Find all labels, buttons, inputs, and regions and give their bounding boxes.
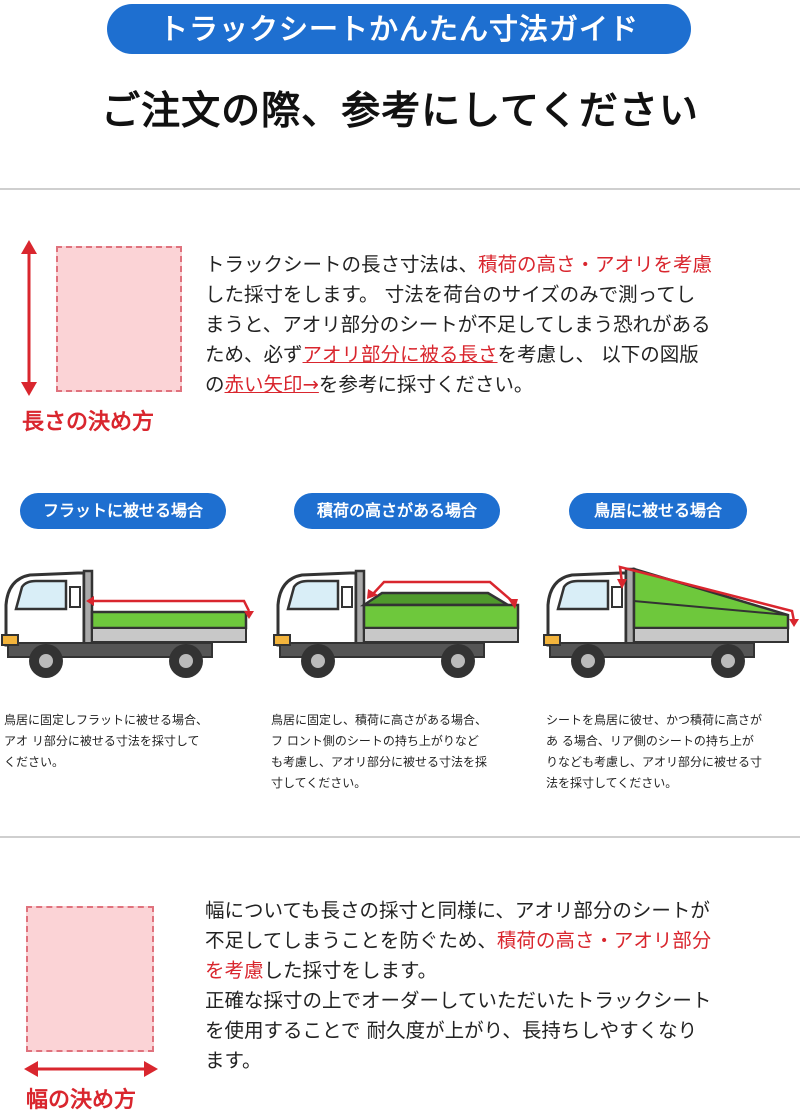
length-line-4: ため、必ずアオリ部分に被る長さを考慮し、 以下の図版 xyxy=(205,343,699,366)
truck-tall-cargo-illustration xyxy=(273,569,520,678)
truck-flat-illustration xyxy=(1,569,254,678)
case-desc-flat-line: 鳥居に固定しフラットに被せる場合、 xyxy=(4,713,209,727)
width-line-6: ます。 xyxy=(205,1049,262,1072)
case-pill-torii: 鳥居に被せる場合 xyxy=(569,493,747,529)
length-line-1: トラックシートの長さ寸法は、積荷の高さ・アオリを考慮 xyxy=(205,253,713,276)
page-headline: ご注文の際、参考にしてください xyxy=(101,89,699,134)
width-line-1: 幅についても長さの採寸と同様に、アオリ部分のシートが xyxy=(205,899,710,922)
case-desc-torii-line: あ る場合、リア側のシートの持ち上が xyxy=(546,734,754,748)
title-banner: トラックシートかんたん寸法ガイド xyxy=(107,4,691,54)
case-desc-flat-line: ください。 xyxy=(4,755,65,769)
case-pill-tall-cargo: 積荷の高さがある場合 xyxy=(294,493,500,529)
width-line-5: を使用することで 耐久度が上がり、長持ちしやすくなり xyxy=(205,1019,698,1042)
vertical-double-arrow-icon xyxy=(21,240,37,396)
case-desc-flat-line: アオ リ部分に被せる寸法を採寸して xyxy=(4,734,200,748)
case-pill-flat: フラットに被せる場合 xyxy=(20,493,226,529)
case-desc-flat: 鳥居に固定しフラットに被せる場合、 アオ リ部分に被せる寸法を採寸して ください… xyxy=(4,710,208,773)
width-caption: 幅の決め方 xyxy=(26,1088,137,1112)
case-desc-tall-line: フ ロント側のシートの持ち上がりなど xyxy=(271,734,479,748)
length-line-3: まうと、アオリ部分のシートが不足してしまう恐れがある xyxy=(205,313,711,336)
length-caption: 長さの決め方 xyxy=(22,410,155,435)
case-desc-torii: シートを鳥居に彼せ、かつ積荷に高さが あ る場合、リア側のシートの持ち上が りな… xyxy=(546,710,762,794)
length-line-2: した採寸をします。 寸法を荷台のサイズのみで測ってし xyxy=(205,283,696,306)
length-paragraph: トラックシートの長さ寸法は、積荷の高さ・アオリを考慮 した採寸をします。 寸法を… xyxy=(205,250,712,400)
truck-torii-illustration xyxy=(543,565,799,678)
width-paragraph: 幅についても長さの採寸と同様に、アオリ部分のシートが 不足してしまうことを防ぐた… xyxy=(205,896,711,1076)
case-desc-torii-line: りなども考慮し、アオリ部分に被せる寸 xyxy=(546,755,763,769)
horizontal-double-arrow-icon xyxy=(24,1061,158,1077)
case-desc-tall-cargo: 鳥居に固定し、積荷に高さがある場合、 フ ロント側のシートの持ち上がりなど も考… xyxy=(271,710,487,794)
case-desc-tall-line: も考慮し、アオリ部分に被せる寸法を採 xyxy=(271,755,488,769)
case-desc-torii-line: 法を採寸してください。 xyxy=(546,776,678,790)
divider-top xyxy=(0,188,800,190)
width-line-2: 不足してしまうことを防ぐため、積荷の高さ・アオリ部分 xyxy=(205,929,712,952)
divider-middle xyxy=(0,836,800,838)
length-line-5: の赤い矢印→を参考に採寸ください。 xyxy=(205,373,534,396)
width-line-4: 正確な採寸の上でオーダーしていただいたトラックシート xyxy=(205,989,712,1012)
length-sample-box xyxy=(56,246,182,392)
width-sample-box xyxy=(26,906,154,1052)
case-desc-tall-line: 鳥居に固定し、積荷に高さがある場合、 xyxy=(271,713,488,727)
case-desc-torii-line: シートを鳥居に彼せ、かつ積荷に高さが xyxy=(546,713,763,727)
case-desc-tall-line: 寸してください。 xyxy=(271,776,367,790)
width-line-3: を考慮した採寸をします。 xyxy=(205,959,438,982)
